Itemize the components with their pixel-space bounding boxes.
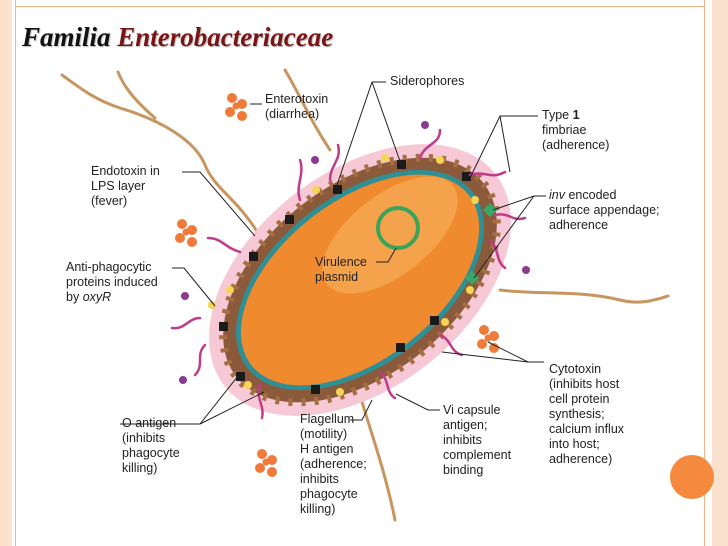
flagellum-right <box>498 288 670 304</box>
surface-bump <box>471 196 479 204</box>
siderophore-marker <box>236 372 245 381</box>
label-flagellum: Flagellum (motility) H antigen (adherenc… <box>300 412 367 516</box>
label-antiphago-part-a: Anti-phagocytic proteins induced by <box>66 260 158 304</box>
inv-appendage <box>482 202 498 218</box>
leader-virulence <box>376 247 397 263</box>
fimbria <box>206 236 242 254</box>
label-antiphago-part-b: oxyR <box>82 290 112 304</box>
leader-endotoxin <box>182 171 256 237</box>
label-type1-fimbriae: Type 1 fimbriae (adherence) <box>542 108 609 153</box>
fimbria <box>378 370 397 400</box>
siderophore-marker <box>311 385 320 394</box>
purple-dot <box>311 156 319 164</box>
label-siderophores: Siderophores <box>390 74 465 88</box>
purple-dots <box>179 121 530 384</box>
siderophore-marker <box>396 343 405 352</box>
leader-antiphago <box>172 267 216 307</box>
fimbria <box>488 238 507 270</box>
leader-oantigen <box>120 375 265 425</box>
label-antiphagocytic: Anti-phagocytic proteins induced by oxyR <box>66 260 158 305</box>
fimbria <box>297 158 303 202</box>
purple-dot <box>421 121 429 129</box>
siderophores <box>219 160 471 394</box>
leader-flagellum <box>350 399 373 421</box>
page-title: Familia Enterobacteriaceae <box>22 22 333 53</box>
label-enterotoxin: Enterotoxin (diarrhea) <box>265 92 329 121</box>
purple-dot <box>522 266 530 274</box>
siderophore-marker <box>333 185 342 194</box>
flagellum-top-left-branch <box>116 70 157 120</box>
toxin-cluster-bottom <box>255 449 277 477</box>
surface-bump <box>226 286 234 294</box>
siderophore-marker <box>249 252 258 261</box>
label-cytotoxin: Cytotoxin (inhibits host cell protein sy… <box>549 362 625 466</box>
cytotoxin-cluster <box>477 325 499 353</box>
surface-bump <box>312 186 320 194</box>
virulence-plasmid <box>376 206 420 250</box>
cell-wall-bumps <box>219 153 501 407</box>
label-o-antigen: O antigen (inhibits phagocyte killing) <box>122 416 180 475</box>
fimbria <box>257 383 264 420</box>
siderophore-marker <box>219 322 228 331</box>
label-type1-part-b: 1 <box>572 108 580 122</box>
leader-inv <box>473 195 546 279</box>
surface-bump <box>466 286 474 294</box>
decorative-orange-circle <box>670 455 714 499</box>
flagellum-bottom <box>358 393 397 522</box>
label-vi-capsule: Vi capsule antigen; inhibits complement … <box>443 403 512 477</box>
surface-bump <box>244 381 252 389</box>
siderophore-marker <box>397 160 406 169</box>
fimbria <box>193 343 207 377</box>
toxin-clusters <box>175 93 499 477</box>
fimbria <box>170 316 202 330</box>
siderophore-marker <box>285 215 294 224</box>
fimbria <box>468 170 507 177</box>
label-inv-part-b: encoded surface appendage; adherence <box>549 188 660 232</box>
inv-surface-appendages <box>464 202 498 286</box>
label-virulence-plasmid: Virulence plasmid <box>315 255 367 284</box>
label-type1-part-a: Type <box>542 108 573 122</box>
label-endotoxin: Endotoxin in LPS layer (fever) <box>91 164 160 208</box>
siderophore-marker <box>462 172 471 181</box>
frame-right-band <box>712 0 728 546</box>
surface-bump <box>208 301 216 309</box>
surface-bump <box>381 154 389 162</box>
leader-siderophores <box>335 81 402 189</box>
toxin-cluster-left <box>175 219 197 247</box>
leader-cytotoxin <box>441 341 544 363</box>
label-inv-part-a: inv <box>549 188 565 202</box>
leader-type1 <box>469 115 538 179</box>
flagellum-top <box>283 68 332 152</box>
purple-dot <box>181 292 189 300</box>
label-inv-appendage: inv encoded surface appendage; adherence <box>549 188 660 233</box>
frame-left-band <box>0 0 12 546</box>
leader-lines <box>120 81 546 425</box>
fimbria <box>328 143 341 182</box>
title-part-familia: Familia <box>22 22 111 52</box>
frame-right-line <box>704 0 705 546</box>
cytoplasm-highlight <box>322 176 458 294</box>
siderophore-marker <box>430 316 439 325</box>
frame-left-line <box>15 0 16 546</box>
inv-appendage <box>464 270 480 286</box>
surface-bump <box>436 156 444 164</box>
title-part-family-name: Enterobacteriaceae <box>117 22 334 52</box>
fimbria <box>493 213 527 221</box>
fimbriae <box>170 128 527 420</box>
flagellum-top-left <box>60 73 264 242</box>
leader-vi <box>395 393 440 411</box>
surface-bump <box>336 388 344 396</box>
frame-top-line <box>16 6 704 7</box>
surface-bump <box>441 318 449 326</box>
label-type1-part-c: fimbriae (adherence) <box>542 123 610 152</box>
surface-bumps <box>208 154 479 396</box>
enterotoxin-cluster <box>225 93 247 121</box>
fimbria <box>418 128 442 160</box>
purple-dot <box>179 376 187 384</box>
flagella <box>60 68 670 522</box>
